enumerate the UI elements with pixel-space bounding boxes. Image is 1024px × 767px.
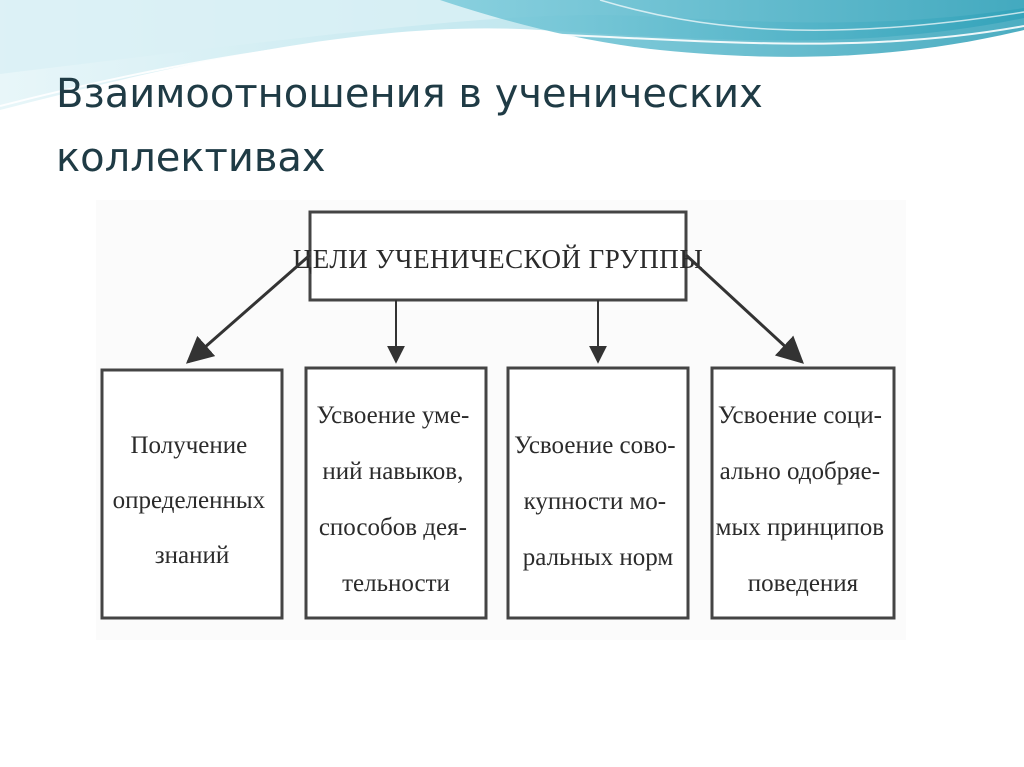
goal-knowledge-line-3: знаний bbox=[155, 542, 230, 569]
goal-social-principles-line-1: Усвоение соци- bbox=[718, 402, 882, 429]
goal-moral-norms-line-1: Усвоение сово- bbox=[514, 432, 676, 459]
goal-skills-line-1: Усвоение уме- bbox=[316, 402, 469, 429]
arrow-to-social-principles bbox=[684, 253, 804, 364]
decorative-wave-banner bbox=[0, 0, 1024, 110]
goal-social-principles-line-2: ально одобряе- bbox=[720, 458, 880, 485]
goal-social-principles-line-4: поведения bbox=[748, 570, 859, 597]
goal-moral-norms-line-2: купности мо- bbox=[524, 488, 666, 515]
goal-knowledge-label: Получение определенных знаний bbox=[113, 432, 272, 569]
goal-social-principles-line-3: мых принципов bbox=[716, 514, 884, 541]
goal-skills-line-4: тельности bbox=[342, 570, 450, 597]
goal-skills-line-3: способов дея- bbox=[319, 514, 467, 541]
slide-title: Взаимоотношения в ученических коллектива… bbox=[56, 71, 763, 181]
goal-skills-line-2: ний навыков, bbox=[322, 458, 463, 485]
goal-knowledge-line-1: Получение bbox=[131, 432, 248, 459]
goal-box-social-principles bbox=[710, 366, 896, 620]
root-box bbox=[308, 210, 688, 302]
goal-box-moral-norms bbox=[506, 366, 690, 620]
goal-box-knowledge bbox=[100, 368, 284, 620]
goal-box-skills bbox=[304, 366, 488, 620]
root-label: ЦЕЛИ УЧЕНИЧЕСКОЙ ГРУППЫ bbox=[293, 244, 704, 274]
goal-skills-label: Усвоение уме- ний навыков, способов дея-… bbox=[316, 402, 475, 597]
goal-knowledge-line-2: определенных bbox=[113, 487, 266, 514]
goal-moral-norms-line-3: ральных норм bbox=[523, 544, 674, 571]
goal-social-principles-label: Усвоение соци- ально одобряе- мых принци… bbox=[716, 402, 891, 597]
goal-moral-norms-label: Усвоение сово- купности мо- ральных норм bbox=[514, 432, 682, 571]
arrow-to-knowledge bbox=[185, 253, 311, 364]
